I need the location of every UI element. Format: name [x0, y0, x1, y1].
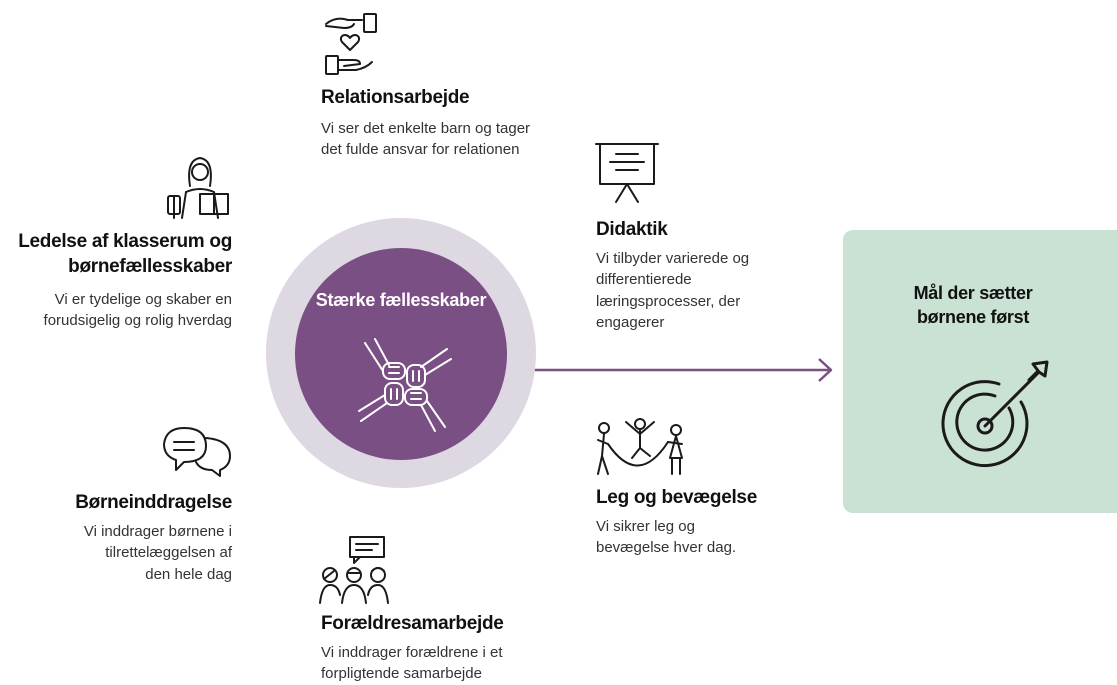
- item-title: Børneinddragelse: [75, 492, 232, 513]
- parents-meeting-icon: [318, 535, 390, 605]
- joined-hands-icon: [355, 335, 455, 435]
- item-boerneinddragelse: Børneinddragelse Vi inddrager børnene i …: [0, 490, 232, 585]
- item-relationsarbejde: Relationsarbejde Vi ser det enkelte barn…: [321, 85, 581, 161]
- center-label: Stærke fællesskaber: [315, 290, 487, 310]
- item-title: Ledelse af klasserum og børnefællesskabe…: [18, 231, 232, 278]
- teacher-reading-icon: [166, 152, 232, 220]
- item-description: Vi sikrer leg og bevægelse hver dag.: [596, 518, 737, 557]
- item-foraeldre: Forældresamarbejde Vi inddrager forældre…: [321, 611, 581, 685]
- item-title: Forældresamarbejde: [321, 613, 504, 634]
- item-title: Didaktik: [596, 219, 668, 240]
- goal-title: Mål der sætter børnene først: [913, 283, 1033, 328]
- item-title: Leg og bevægelse: [596, 487, 757, 508]
- chat-bubbles-icon: [162, 426, 234, 478]
- presentation-board-icon: [594, 140, 660, 204]
- item-title: Relationsarbejde: [321, 87, 470, 108]
- item-description: Vi tilbyder varierede og differentierede…: [596, 250, 750, 331]
- item-leg: Leg og bevægelse Vi sikrer leg og bevæge…: [596, 485, 826, 559]
- target-arrow-icon: [937, 358, 1057, 473]
- hands-heart-icon: [322, 12, 380, 76]
- item-description: Vi inddrager børnene i tilrettelæggelsen…: [83, 523, 232, 583]
- center-circle: [295, 248, 507, 460]
- connector-arrow: [505, 358, 833, 382]
- item-ledelse: Ledelse af klasserum og børnefællesskabe…: [0, 229, 232, 332]
- item-description: Vi ser det enkelte barn og tager det ful…: [321, 120, 531, 159]
- item-description: Vi er tydelige og skaber en forudsigelig…: [43, 291, 232, 330]
- item-description: Vi inddrager forældrene i et forpligtend…: [321, 644, 503, 683]
- children-jump-rope-icon: [594, 418, 686, 478]
- item-didaktik: Didaktik Vi tilbyder varierede og differ…: [596, 217, 826, 333]
